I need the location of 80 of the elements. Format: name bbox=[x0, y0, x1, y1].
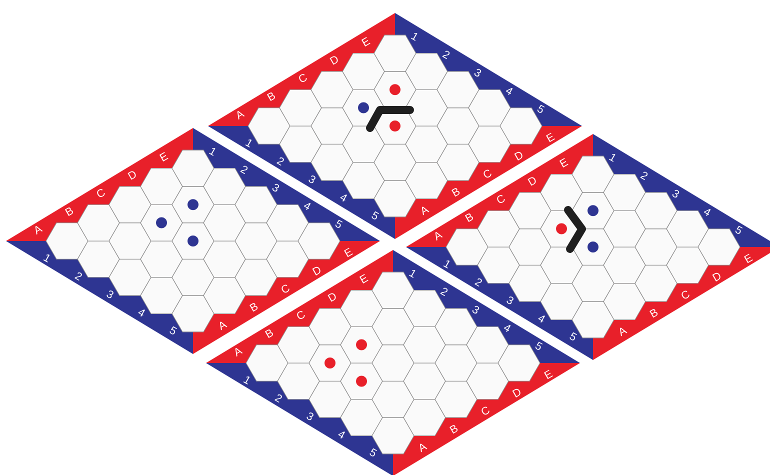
coordinate-label: 5 bbox=[370, 448, 377, 456]
coordinate-label: B bbox=[266, 92, 275, 102]
coordinate-label: 3 bbox=[472, 306, 480, 314]
coordinate-label: D bbox=[512, 388, 520, 398]
coordinate-label: 5 bbox=[335, 220, 343, 228]
coordinate-label: D bbox=[128, 171, 136, 180]
coordinate-label: E bbox=[344, 248, 353, 258]
coordinate-label: B bbox=[650, 309, 658, 318]
coordinate-label: 2 bbox=[640, 172, 648, 180]
coordinate-label: B bbox=[464, 214, 473, 222]
coordinate-label: 3 bbox=[506, 296, 514, 304]
coordinate-label: D bbox=[330, 56, 338, 65]
coordinate-label: 2 bbox=[274, 394, 282, 403]
coordinate-label: 1 bbox=[209, 148, 216, 156]
coordinate-label: E bbox=[559, 158, 568, 168]
coordinate-label: A bbox=[237, 110, 245, 120]
coordinate-label: 3 bbox=[306, 412, 314, 420]
coordinate-label: 5 bbox=[372, 211, 379, 220]
coordinate-label: 5 bbox=[570, 332, 577, 340]
coordinate-label: 1 bbox=[43, 254, 50, 262]
coordinate-label: B bbox=[450, 425, 458, 434]
coordinate-label: E bbox=[159, 152, 168, 162]
coordinate-label: B bbox=[250, 303, 258, 312]
coordinate-label: A bbox=[420, 444, 428, 452]
coordinate-label: B bbox=[264, 330, 273, 338]
coordinate-label: C bbox=[97, 189, 105, 197]
coordinate-label: 1 bbox=[409, 270, 416, 278]
coordinate-label: 1 bbox=[243, 376, 250, 384]
coordinate-label: 1 bbox=[609, 154, 616, 162]
coordinate-label: E bbox=[546, 132, 555, 142]
coordinate-label: D bbox=[528, 177, 536, 186]
coordinate-label: 4 bbox=[138, 310, 146, 317]
coordinate-label: B bbox=[452, 188, 460, 197]
coordinate-label: A bbox=[620, 328, 628, 336]
coordinate-label: 3 bbox=[272, 184, 280, 192]
coordinate-label: C bbox=[482, 406, 490, 415]
coordinate-label: 5 bbox=[537, 104, 545, 113]
coordinate-label: 1 bbox=[411, 32, 418, 41]
coordinate-label: A bbox=[35, 226, 43, 235]
coordinate-label: A bbox=[220, 322, 228, 330]
coordinate-label: 4 bbox=[704, 208, 711, 216]
coordinate-label: C bbox=[682, 290, 690, 299]
coordinate-label: E bbox=[361, 37, 370, 46]
coordinate-label: E bbox=[359, 274, 368, 284]
coordinate-label: A bbox=[435, 232, 443, 241]
coordinate-label: 1 bbox=[443, 260, 450, 268]
coordinate-label: 4 bbox=[538, 316, 546, 323]
coordinate-label: 2 bbox=[276, 157, 284, 166]
coordinate-label: D bbox=[712, 272, 720, 282]
coordinate-label: 4 bbox=[340, 194, 348, 202]
coordinate-label: C bbox=[299, 74, 307, 82]
coordinate-label: 4 bbox=[504, 324, 511, 332]
coordinate-label: 4 bbox=[506, 88, 513, 96]
coordinate-label: 5 bbox=[735, 226, 743, 234]
coordinate-label: A bbox=[422, 206, 430, 216]
coordinate-label: C bbox=[484, 170, 492, 178]
coordinate-label: 1 bbox=[245, 140, 252, 148]
coordinate-label: 4 bbox=[338, 432, 346, 439]
coordinate-label: 3 bbox=[308, 176, 316, 184]
coordinate-label: E bbox=[544, 370, 553, 380]
coordinate-label: 4 bbox=[304, 202, 311, 210]
coordinate-label: 3 bbox=[474, 68, 482, 77]
coordinate-label: A bbox=[235, 348, 243, 357]
coordinate-label: 2 bbox=[440, 288, 448, 296]
coordinate-label: 3 bbox=[672, 190, 680, 198]
coordinate-label: 2 bbox=[442, 50, 450, 60]
coordinate-label: C bbox=[282, 284, 290, 293]
coordinate-label: E bbox=[744, 254, 753, 264]
coordinate-label: D bbox=[312, 266, 320, 276]
coordinate-label: C bbox=[497, 195, 505, 203]
coordinate-label: 2 bbox=[474, 278, 482, 287]
coordinate-label: 5 bbox=[535, 342, 543, 350]
coordinate-label: C bbox=[297, 311, 305, 319]
coordinate-label: D bbox=[328, 293, 336, 302]
coordinate-label: 5 bbox=[170, 326, 177, 334]
coordinate-label: D bbox=[514, 152, 522, 160]
coordinate-label: 2 bbox=[240, 166, 248, 174]
coordinate-label: B bbox=[64, 208, 73, 216]
coordinate-label: 2 bbox=[74, 272, 82, 281]
coordinate-label: 3 bbox=[106, 290, 114, 298]
